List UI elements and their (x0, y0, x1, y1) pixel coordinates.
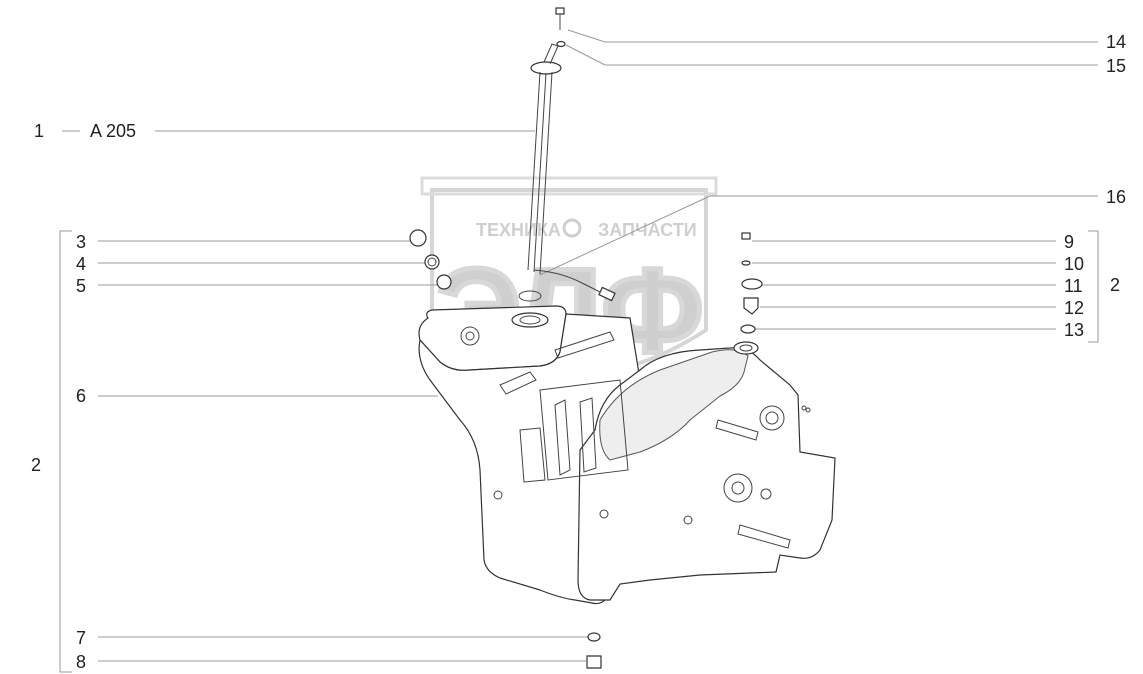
tank-port-upper-inner (765, 411, 779, 425)
washer-15 (556, 40, 566, 48)
fuel-level-sender (518, 43, 616, 302)
leader-15-a (565, 44, 606, 66)
sender-tube-1 (527, 71, 541, 271)
drain-plug-8 (586, 655, 602, 669)
tank-left-pocket (519, 427, 546, 483)
watermark-top-bar (420, 176, 718, 196)
tank-filler-neck (460, 326, 480, 346)
tank-port-lower (723, 473, 753, 503)
callout-9: 9 (1064, 232, 1074, 252)
sender-float (598, 286, 616, 302)
sender-tube-3 (539, 71, 553, 275)
seal-13 (740, 324, 756, 334)
tank-port-upper (759, 405, 785, 431)
leader-16-a (539, 195, 711, 276)
callout-15: 15 (1106, 56, 1126, 76)
sender-connector (543, 43, 559, 65)
callout-10: 10 (1064, 254, 1084, 274)
tank-slot-left (499, 371, 537, 395)
sender-seal-ring (518, 290, 542, 302)
tank-right-neck (733, 341, 759, 355)
callout-5: 5 (76, 276, 86, 296)
callout-11: 11 (1064, 276, 1083, 296)
neck-ring-4 (424, 254, 440, 270)
callout-12: 12 (1064, 298, 1084, 318)
tank-filler-neck-inner (465, 331, 475, 341)
watermark-gear-icon (562, 218, 582, 238)
left-bracket-line (59, 230, 72, 673)
tank-sender-flange-inner (519, 315, 541, 325)
callout-13: 13 (1064, 320, 1084, 340)
callout-7: 7 (76, 628, 86, 648)
callout-4: 4 (76, 254, 86, 274)
tank-hole-4 (493, 490, 503, 500)
tank-slot-right (715, 419, 759, 441)
right-group-bracket: 2 (1088, 230, 1120, 343)
assembly-label: 1 A 205 (34, 121, 535, 141)
bolt-14-head (555, 7, 565, 15)
watermark-right-word: ЗАПЧАСТИ (598, 220, 697, 240)
left-group-bracket: 2 (31, 230, 72, 673)
fitting-12 (743, 297, 759, 315)
tank-hole-1 (760, 488, 772, 500)
tank-port-lower-inner (731, 481, 745, 495)
flange-11 (741, 278, 763, 290)
right-group-label: 2 (1110, 275, 1120, 295)
seal-5 (436, 274, 452, 290)
tank-cavity-rib-1 (554, 399, 571, 476)
leader-lines (98, 29, 1098, 662)
fuel-tank (418, 305, 836, 605)
watermark-left-word: ТЕХНИКА (476, 220, 561, 240)
sender-float-arm (533, 269, 609, 297)
drain-seal-7 (587, 632, 601, 642)
tank-vent-1 (801, 405, 807, 411)
callout-16: 16 (1106, 187, 1126, 207)
neck-ring-4-inner (427, 257, 437, 267)
left-group-label: 2 (31, 455, 41, 475)
tank-hole-2 (683, 515, 693, 525)
tank-sender-flange (511, 312, 549, 328)
assembly-code: A 205 (90, 121, 136, 141)
callout-14: 14 (1106, 32, 1126, 52)
sender-cap (530, 61, 562, 75)
tank-saddle-ridge (599, 349, 749, 461)
callout-8: 8 (76, 652, 86, 672)
tank-hole-3 (599, 509, 609, 519)
tank-slot-top (554, 331, 615, 359)
callout-numbers: 14 15 16 3 4 5 6 7 8 9 10 11 12 13 (76, 32, 1126, 672)
tank-vent-2 (805, 407, 811, 413)
bolt-9 (741, 232, 751, 240)
right-bracket-line (1088, 230, 1099, 343)
callout-3: 3 (76, 232, 86, 252)
tank-right-neck-inner (739, 344, 753, 352)
sender-tube-2 (533, 72, 547, 273)
tank-cavity-rib-2 (579, 397, 597, 473)
tank-slot-lower-right (737, 524, 791, 549)
filler-cap-3 (409, 229, 427, 247)
washer-10 (741, 260, 751, 266)
tank-inner-cavity (539, 379, 629, 481)
callout-6: 6 (76, 386, 86, 406)
assembly-number: 1 (34, 121, 44, 141)
leader-14-a (567, 29, 606, 43)
